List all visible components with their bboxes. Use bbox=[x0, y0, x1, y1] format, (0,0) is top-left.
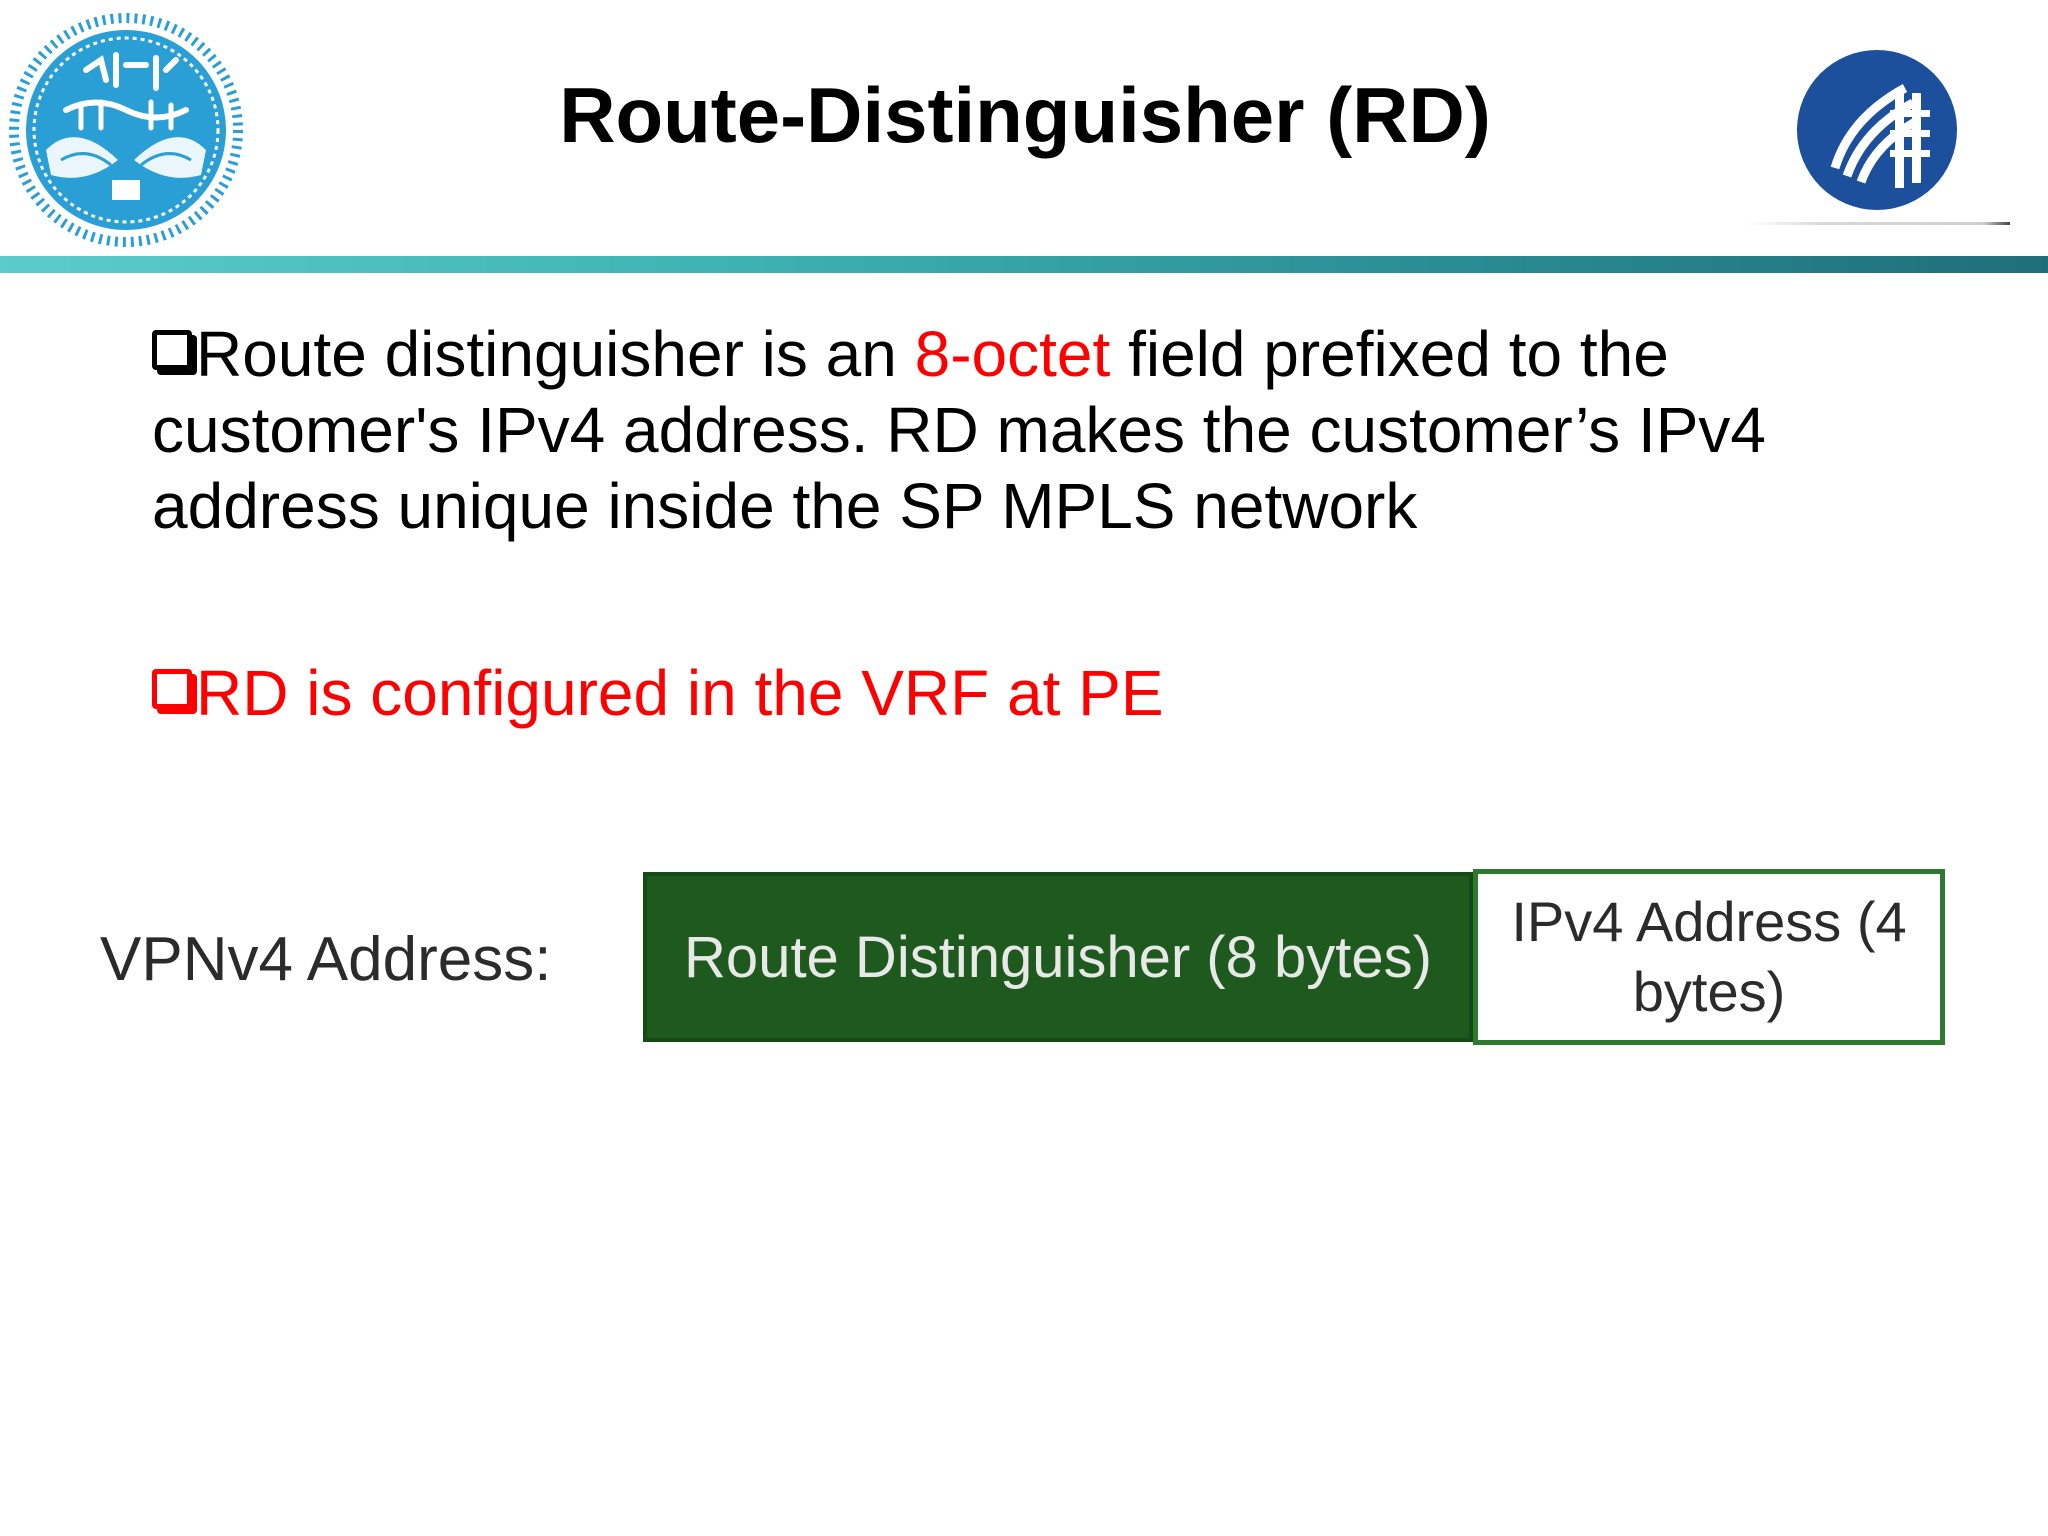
vpnv4-label: VPNv4 Address: bbox=[100, 925, 552, 994]
ipv4-field-box: IPv4 Address (4 bytes) bbox=[1473, 869, 1945, 1045]
bullet-2-text: RD is configured in the VRF at PE bbox=[196, 657, 1164, 729]
rd-field-label: Route Distinguisher (8 bytes) bbox=[684, 924, 1432, 990]
bullet-1-text-after: field prefixed to the customer's IPv4 ad… bbox=[152, 318, 1766, 542]
logo-underline bbox=[1745, 222, 2010, 225]
bullet-route-distinguisher: Route distinguisher is an 8-octet field … bbox=[152, 316, 1912, 544]
vpnv4-address-diagram: VPNv4 Address: Route Distinguisher (8 by… bbox=[95, 865, 1985, 1045]
checkbox-bullet-icon bbox=[152, 330, 192, 370]
ipv4-field-label: IPv4 Address (4 bytes) bbox=[1511, 890, 1907, 1023]
header-divider bbox=[0, 256, 2048, 273]
university-seal-icon bbox=[9, 13, 243, 247]
bullet-1-text-before: Route distinguisher is an bbox=[196, 318, 915, 390]
slide-title: Route-Distinguisher (RD) bbox=[559, 71, 1491, 159]
bullet-1-highlight: 8-octet bbox=[914, 318, 1111, 390]
institution-emblem-icon bbox=[1797, 50, 1957, 210]
rd-field-box: Route Distinguisher (8 bytes) bbox=[643, 872, 1473, 1042]
bullet-rd-configured: RD is configured in the VRF at PE bbox=[152, 655, 1912, 731]
checkbox-bullet-icon bbox=[152, 669, 192, 709]
